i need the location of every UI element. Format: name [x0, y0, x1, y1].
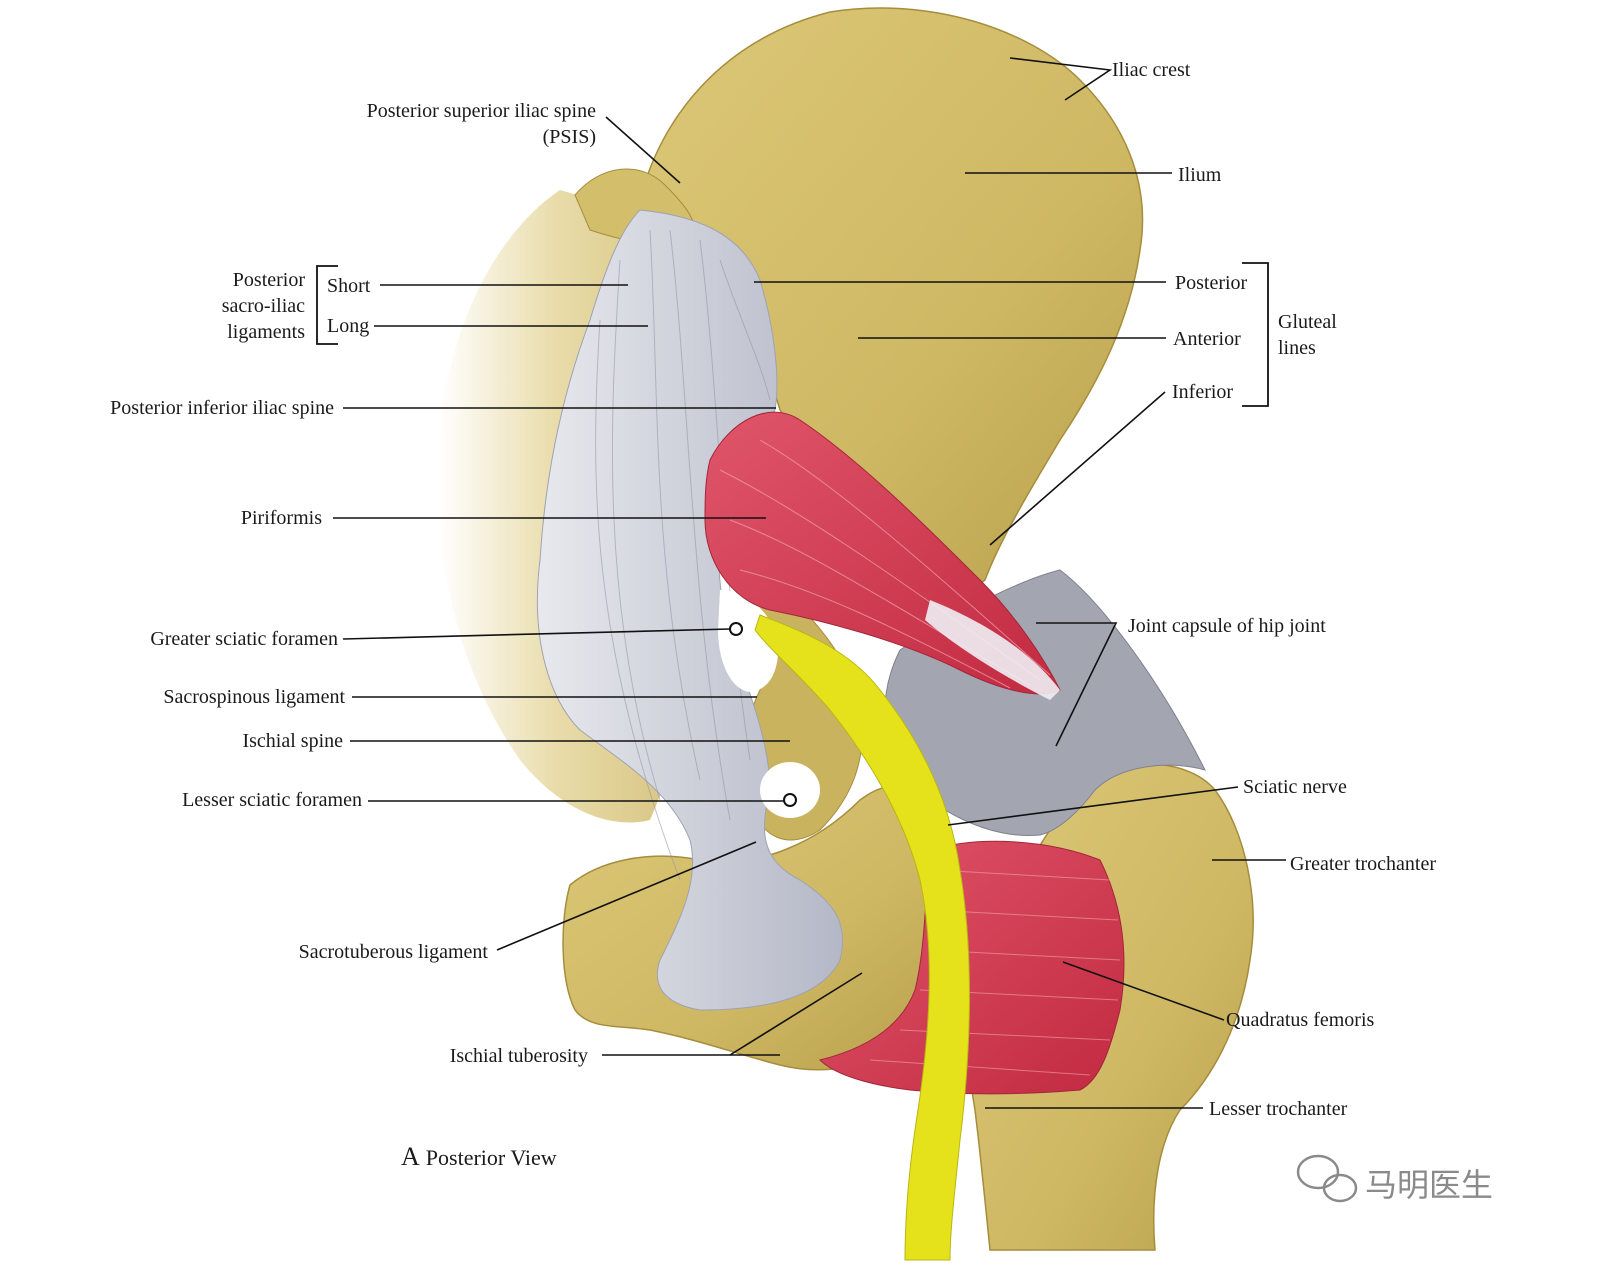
label-psis-line1: Posterior superior iliac spine [366, 100, 596, 122]
piriformis-tendon [925, 600, 1060, 700]
label-psil-line1: Posterior [232, 269, 305, 291]
label-psil-line3: ligaments [227, 321, 305, 343]
label-quadratus-femoris: Quadratus femoris [1226, 1009, 1375, 1031]
label-inferior-gluteal: Inferior [1172, 381, 1234, 403]
watermark-text: 马明医生 [1365, 1166, 1494, 1204]
label-long: Long [327, 315, 370, 337]
caption-letter: A [401, 1142, 420, 1171]
label-ischial-tuberosity: Ischial tuberosity [449, 1045, 588, 1067]
label-anterior-gluteal: Anterior [1173, 328, 1241, 350]
label-psil-line2: sacro-iliac [221, 295, 305, 317]
label-greater-sciatic-foramen: Greater sciatic foramen [150, 628, 338, 650]
leader-lines [333, 57, 1286, 1109]
label-piriformis: Piriformis [240, 507, 322, 529]
label-posterior-gluteal: Posterior [1175, 272, 1248, 294]
greater-sciatic-foramen-gap [718, 590, 779, 692]
label-psis-line2: (PSIS) [542, 126, 596, 148]
greater-sciatic-foramen-marker [729, 622, 743, 636]
quadratus-femoris-shape [819, 840, 1125, 1095]
label-joint-capsule: Joint capsule of hip joint [1128, 615, 1326, 637]
label-ilium: Ilium [1178, 164, 1222, 186]
brackets [316, 262, 1269, 407]
label-greater-trochanter: Greater trochanter [1290, 853, 1437, 875]
label-gluteal-line1: Gluteal [1278, 311, 1337, 333]
label-gluteal-line2: lines [1278, 337, 1316, 359]
label-sacrospinous: Sacrospinous ligament [163, 686, 345, 708]
lesser-sciatic-foramen-marker [783, 793, 797, 807]
wechat-icon [1296, 1154, 1358, 1203]
lesser-sciatic-foramen-gap [760, 762, 820, 818]
label-ischial-spine: Ischial spine [242, 730, 343, 752]
label-short: Short [327, 275, 371, 297]
label-pii-spine: Posterior inferior iliac spine [110, 397, 334, 419]
label-lesser-sciatic-foramen: Lesser sciatic foramen [182, 789, 362, 811]
label-sciatic-nerve: Sciatic nerve [1243, 776, 1347, 798]
label-sacrotuberous: Sacrotuberous ligament [298, 941, 488, 963]
caption-text: Posterior View [425, 1145, 557, 1170]
label-lesser-trochanter: Lesser trochanter [1209, 1098, 1348, 1120]
label-iliac-crest: Iliac crest [1112, 59, 1191, 81]
sciatic-nerve-shape [754, 614, 970, 1261]
